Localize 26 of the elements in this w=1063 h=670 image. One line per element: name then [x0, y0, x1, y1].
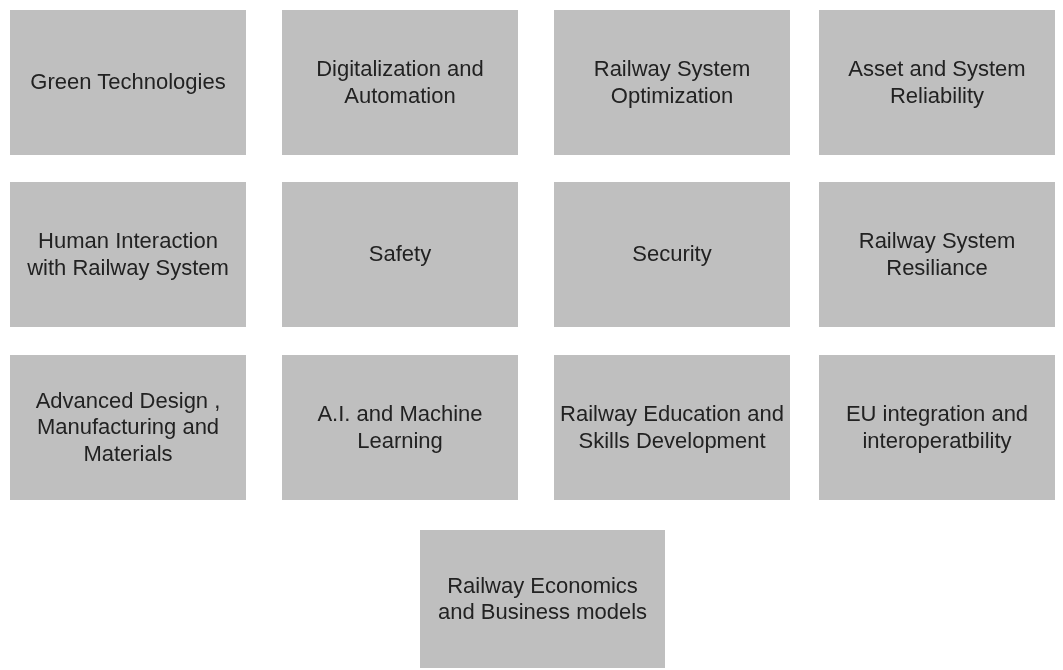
- topic-label: Security: [632, 241, 712, 268]
- topic-box: [10, 10, 246, 155]
- topic-box: [819, 10, 1055, 155]
- topic-label: Railway System Resiliance: [857, 228, 1017, 281]
- topic-label: Digitalization and Automation: [315, 56, 485, 109]
- topic-box: [10, 182, 246, 327]
- topic-label: Railway Education and Skills Development: [560, 401, 784, 454]
- topic-box: [282, 182, 518, 327]
- topic-box: [554, 355, 790, 500]
- topic-label: Green Technologies: [30, 69, 226, 96]
- topic-label: Safety: [368, 241, 432, 268]
- topic-label: A.I. and Machine Learning: [316, 401, 484, 454]
- topic-box: [819, 182, 1055, 327]
- topic-label: EU integration and interoperatbility: [844, 401, 1030, 454]
- topic-label: Asset and System Reliability: [847, 56, 1027, 109]
- topic-label: Human Interaction with Railway System: [26, 228, 230, 281]
- topic-box: [282, 10, 518, 155]
- topic-box: [420, 530, 665, 668]
- topic-box: [554, 182, 790, 327]
- topic-box: [10, 355, 246, 500]
- topic-label: Railway System Optimization: [592, 56, 752, 109]
- topic-box: [819, 355, 1055, 500]
- topic-label: Railway Economics and Business models: [436, 572, 649, 626]
- topic-box: [554, 10, 790, 155]
- topic-box: [282, 355, 518, 500]
- topic-label: Advanced Design , Manufacturing and Materials: [34, 387, 222, 468]
